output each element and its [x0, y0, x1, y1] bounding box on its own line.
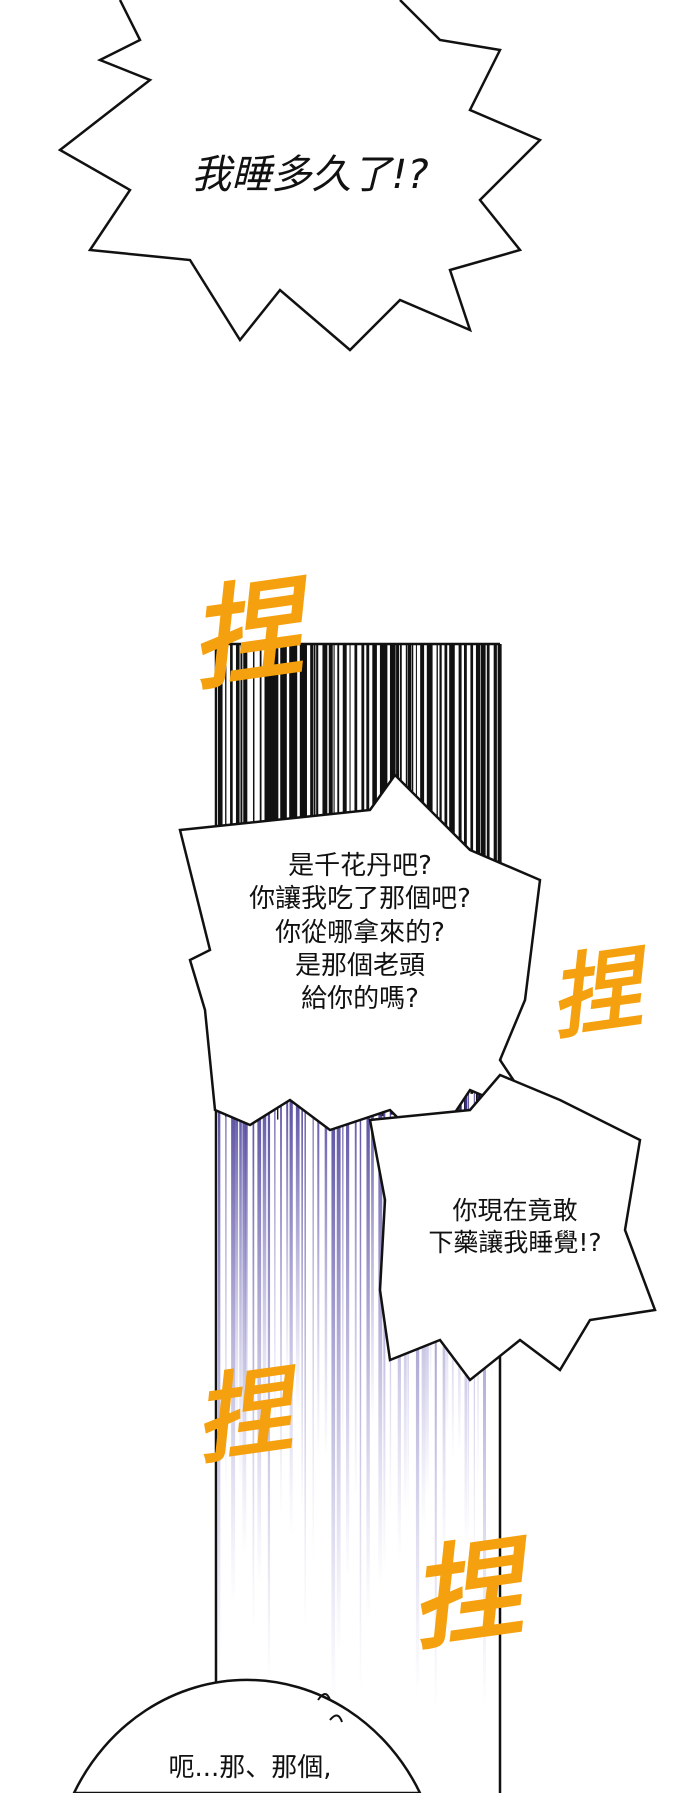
speed-line — [286, 1080, 289, 1390]
speed-line — [378, 1080, 383, 1588]
speed-line — [415, 1080, 420, 1695]
shout-text: 我睡多久了!? — [191, 152, 429, 198]
accuse-text: 你現在竟敢 下藥讓我睡覺!? — [428, 1196, 602, 1257]
sfx-pinch: 捏 — [181, 563, 309, 707]
speed-line — [317, 1080, 320, 1459]
reply-text: 呃...那、那個, — [168, 1753, 332, 1783]
sfx-pinch: 捏 — [401, 1523, 529, 1667]
question-text: 是千花丹吧? 你讓我吃了那個吧? 你從哪拿來的? 是那個老頭 給你的嗎? — [249, 851, 471, 1015]
speed-line — [280, 1080, 282, 1517]
speed-line — [257, 1080, 262, 1584]
speed-line — [295, 1080, 300, 1416]
sfx-pinch: 捏 — [543, 936, 647, 1053]
shout-bubble — [57, 0, 543, 352]
speed-line — [346, 1080, 350, 1581]
speed-line — [482, 1080, 487, 1707]
speed-line — [371, 1080, 374, 1425]
speed-line — [262, 1080, 267, 1441]
speed-line — [245, 1080, 248, 1443]
speed-line — [359, 1080, 362, 1693]
speed-line — [225, 1080, 227, 1506]
speed-line — [366, 1080, 370, 1621]
speed-line — [274, 1080, 276, 1436]
accuse-bubble — [368, 1073, 657, 1382]
speed-line — [336, 1080, 341, 1653]
speed-line — [235, 1080, 239, 1438]
speed-line — [301, 1080, 303, 1513]
speed-line — [342, 1080, 344, 1452]
speed-line — [331, 1080, 336, 1703]
speed-line — [312, 1080, 314, 1563]
sweat-marks — [317, 1693, 343, 1723]
speed-line — [304, 1080, 306, 1628]
speed-line — [239, 1080, 242, 1488]
speed-line — [324, 1080, 328, 1459]
speed-line — [486, 644, 490, 1069]
speed-line — [218, 1080, 221, 1681]
speed-line — [434, 1080, 437, 1713]
speed-line — [252, 1080, 255, 1632]
speed-line — [289, 1080, 293, 1536]
speed-line — [242, 1080, 247, 1555]
speed-line — [231, 1080, 236, 1605]
speed-line — [267, 1080, 271, 1685]
sfx-pinch: 捏 — [187, 1355, 298, 1479]
reply-bubble — [72, 1678, 422, 1793]
speed-line — [354, 1080, 357, 1500]
